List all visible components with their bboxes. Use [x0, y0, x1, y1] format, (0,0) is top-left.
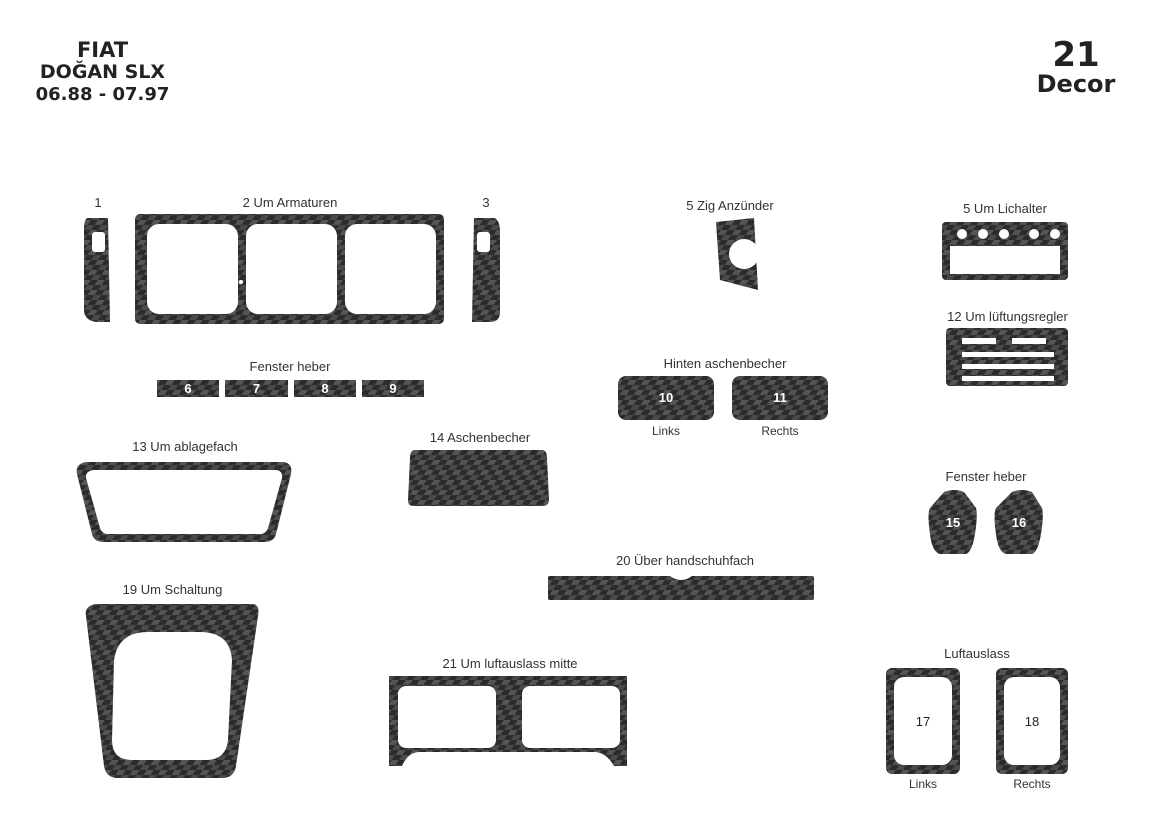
part-19-gear-shift-surround: [85, 604, 259, 778]
label-part-20: 20 Über handschuhfach: [615, 553, 755, 568]
kit-number: 21: [1052, 35, 1100, 75]
part-13-storage-surround: [76, 462, 292, 542]
label-luftauslass: Luftauslass: [944, 646, 1010, 661]
part-16-window-switch: [994, 490, 1043, 554]
number-17: 17: [915, 714, 931, 729]
brand-title: FIAT: [76, 38, 129, 62]
number-11: 11: [773, 390, 787, 405]
label-rechts-ashtray: Rechts: [761, 424, 799, 438]
number-7: 7: [252, 381, 261, 396]
label-links-ashtray: Links: [651, 424, 680, 438]
part-6-window-switch: [157, 380, 219, 397]
number-6: 6: [184, 381, 192, 396]
number-8: 8: [321, 381, 329, 396]
label-hinten-aschenbecher: Hinten aschenbecher: [663, 356, 787, 371]
part-1-panel: [84, 218, 110, 322]
model-title: DOĞAN SLX: [39, 61, 166, 83]
part-5-light-switch-surround: [942, 222, 1068, 280]
number-9: 9: [389, 381, 397, 396]
number-18: 18: [1024, 714, 1040, 729]
part-20-glovebox-trim: [548, 576, 814, 600]
part-2-instrument-surround: [135, 214, 444, 324]
label-links-vent: Links: [908, 777, 937, 791]
part-14-ashtray: [408, 450, 549, 506]
part-3-panel: [472, 218, 500, 322]
label-part-3: 3: [482, 195, 490, 210]
label-part-19: 19 Um Schaltung: [122, 582, 223, 597]
label-rechts-vent: Rechts: [1013, 777, 1051, 791]
label-part-5-light-switch: 5 Um Lichalter: [963, 201, 1047, 216]
part-17-vent-left: [886, 668, 960, 774]
part-21-center-vent-surround: [389, 676, 627, 766]
years-range: 06.88 - 07.97: [35, 84, 170, 105]
part-9-window-switch: [362, 380, 424, 397]
part-12-vent-control-surround: [946, 328, 1068, 386]
label-part-14: 14 Aschenbecher: [429, 430, 531, 445]
label-part-13: 13 Um ablagefach: [132, 439, 238, 454]
part-11-rear-ashtray: [732, 376, 828, 420]
label-part-21: 21 Um luftauslass mitte: [442, 656, 578, 671]
part-5-lighter-trim: [716, 218, 759, 290]
part-10-rear-ashtray: [618, 376, 714, 420]
label-fenster-heber-top: Fenster heber: [249, 359, 331, 374]
part-8-window-switch: [294, 380, 356, 397]
number-16: 16: [1011, 515, 1027, 530]
number-10: 10: [658, 390, 674, 405]
part-15-window-switch: [928, 490, 977, 554]
part-18-vent-right: [996, 668, 1068, 774]
label-part-12: 12 Um lüftungsregler: [947, 309, 1068, 324]
part-7-window-switch: [225, 380, 288, 397]
label-part-2: 2 Um Armaturen: [242, 195, 338, 210]
number-15: 15: [945, 515, 961, 530]
kit-type: Decor: [1036, 70, 1116, 98]
label-part-1: 1: [94, 195, 102, 210]
label-part-5-lighter: 5 Zig Anzünder: [686, 198, 774, 213]
label-fenster-heber-right: Fenster heber: [945, 469, 1027, 484]
